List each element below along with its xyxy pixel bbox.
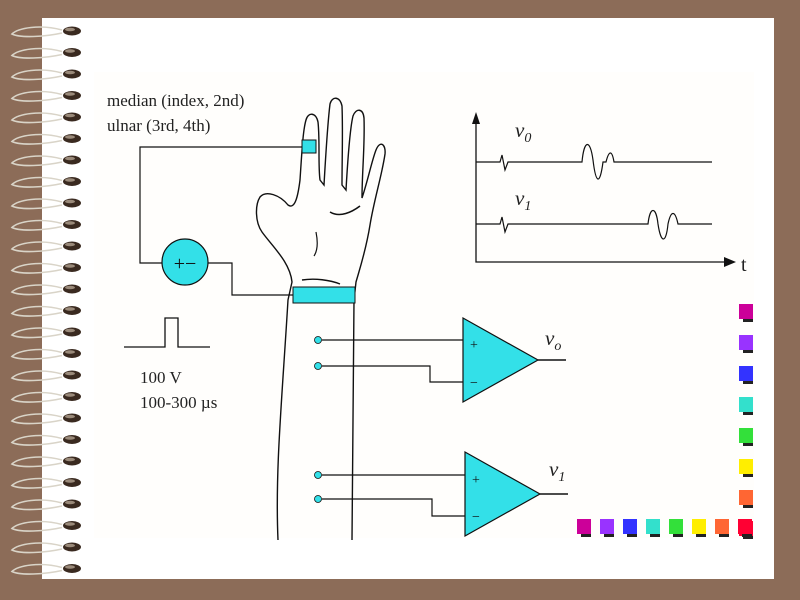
amp2-minus-symbol: − bbox=[472, 510, 480, 525]
spiral-ring-icon bbox=[10, 112, 81, 124]
color-swatch bbox=[623, 519, 637, 534]
trace-v0-label: v0 bbox=[515, 118, 531, 146]
color-swatch bbox=[646, 519, 660, 534]
stimulator-wire-wrist bbox=[208, 262, 293, 296]
color-swatch bbox=[669, 519, 683, 534]
color-swatch-row bbox=[577, 519, 752, 537]
time-axis-label: t bbox=[741, 254, 747, 276]
stimulator-symbol: +− bbox=[174, 253, 197, 275]
amp2-plus-symbol: + bbox=[472, 473, 480, 488]
amp1-plus-symbol: + bbox=[470, 338, 478, 353]
color-swatch bbox=[692, 519, 706, 534]
spiral-ring-icon bbox=[10, 69, 81, 81]
spiral-ring-icon bbox=[10, 262, 81, 274]
spiral-ring-icon bbox=[10, 241, 81, 253]
nerve-label-line1: median (index, 2nd) bbox=[107, 91, 244, 110]
color-swatch-column bbox=[739, 304, 753, 539]
top-frame bbox=[0, 0, 800, 18]
color-swatch bbox=[600, 519, 614, 534]
pulse-voltage-label: 100 V bbox=[140, 368, 182, 387]
recording-electrode-1b bbox=[314, 362, 322, 370]
amp2-output-label: v1 bbox=[549, 457, 565, 485]
stimulus-pulse bbox=[124, 317, 210, 348]
spiral-ring-icon bbox=[10, 348, 81, 360]
amp1-minus-symbol: − bbox=[470, 376, 478, 391]
recording-electrode-2a bbox=[314, 471, 322, 479]
spiral-ring-icon bbox=[10, 176, 81, 188]
amplifier-top bbox=[462, 316, 540, 404]
spiral-ring-icon bbox=[10, 391, 81, 403]
amp1-minus-wire bbox=[322, 365, 463, 383]
palm-crease bbox=[329, 205, 361, 216]
trace-v0 bbox=[476, 143, 712, 180]
color-swatch bbox=[739, 304, 753, 319]
spiral-ring-icon bbox=[10, 219, 81, 231]
stimulator-source bbox=[161, 238, 209, 286]
y-axis-arrow bbox=[472, 112, 480, 124]
color-swatch bbox=[739, 490, 753, 505]
spiral-ring-icon bbox=[10, 155, 81, 167]
finger-electrode bbox=[301, 139, 317, 154]
wrist-electrode bbox=[292, 286, 356, 304]
color-swatch bbox=[739, 335, 753, 350]
color-swatch bbox=[738, 519, 752, 534]
x-axis-arrow bbox=[724, 257, 736, 267]
spiral-ring-icon bbox=[10, 133, 81, 145]
amp2-minus-wire bbox=[322, 498, 465, 517]
recording-electrode-1a bbox=[314, 336, 322, 344]
recording-electrode-2b bbox=[314, 495, 322, 503]
color-swatch bbox=[739, 459, 753, 474]
spiral-ring-icon bbox=[10, 520, 81, 532]
nerve-label-line2: ulnar (3rd, 4th) bbox=[107, 116, 210, 135]
trace-v1-label: v1 bbox=[515, 186, 531, 214]
wrist-crease bbox=[301, 278, 341, 285]
spiral-binding-icon bbox=[10, 26, 81, 575]
color-swatch bbox=[739, 366, 753, 381]
spiral-ring-icon bbox=[10, 413, 81, 425]
color-swatch bbox=[739, 397, 753, 412]
spiral-ring-icon bbox=[10, 198, 81, 210]
thumb-crease bbox=[313, 231, 318, 257]
spiral-ring-icon bbox=[10, 499, 81, 511]
spiral-ring-icon bbox=[10, 477, 81, 489]
spiral-ring-icon bbox=[10, 26, 81, 38]
amplifier-bottom bbox=[464, 450, 542, 538]
slide-background bbox=[94, 72, 754, 538]
spiral-ring-icon bbox=[10, 456, 81, 468]
spiral-ring-icon bbox=[10, 370, 81, 382]
spiral-ring-icon bbox=[10, 305, 81, 317]
spiral-ring-icon bbox=[10, 47, 81, 59]
color-swatch bbox=[739, 428, 753, 443]
trace-v1 bbox=[476, 209, 712, 240]
spiral-ring-icon bbox=[10, 434, 81, 446]
spiral-ring-icon bbox=[10, 327, 81, 339]
spiral-ring-icon bbox=[10, 542, 81, 554]
spiral-ring-icon bbox=[10, 284, 81, 296]
pulse-duration-label: 100-300 µs bbox=[140, 393, 217, 412]
color-swatch bbox=[577, 519, 591, 534]
spiral-ring-icon bbox=[10, 90, 81, 102]
color-swatch bbox=[715, 519, 729, 534]
spiral-ring-icon bbox=[10, 563, 81, 575]
hand-outline bbox=[255, 97, 386, 541]
waveform-axes bbox=[475, 120, 728, 263]
amp1-output-label: vo bbox=[545, 326, 561, 354]
stimulator-wire-finger bbox=[139, 146, 302, 264]
